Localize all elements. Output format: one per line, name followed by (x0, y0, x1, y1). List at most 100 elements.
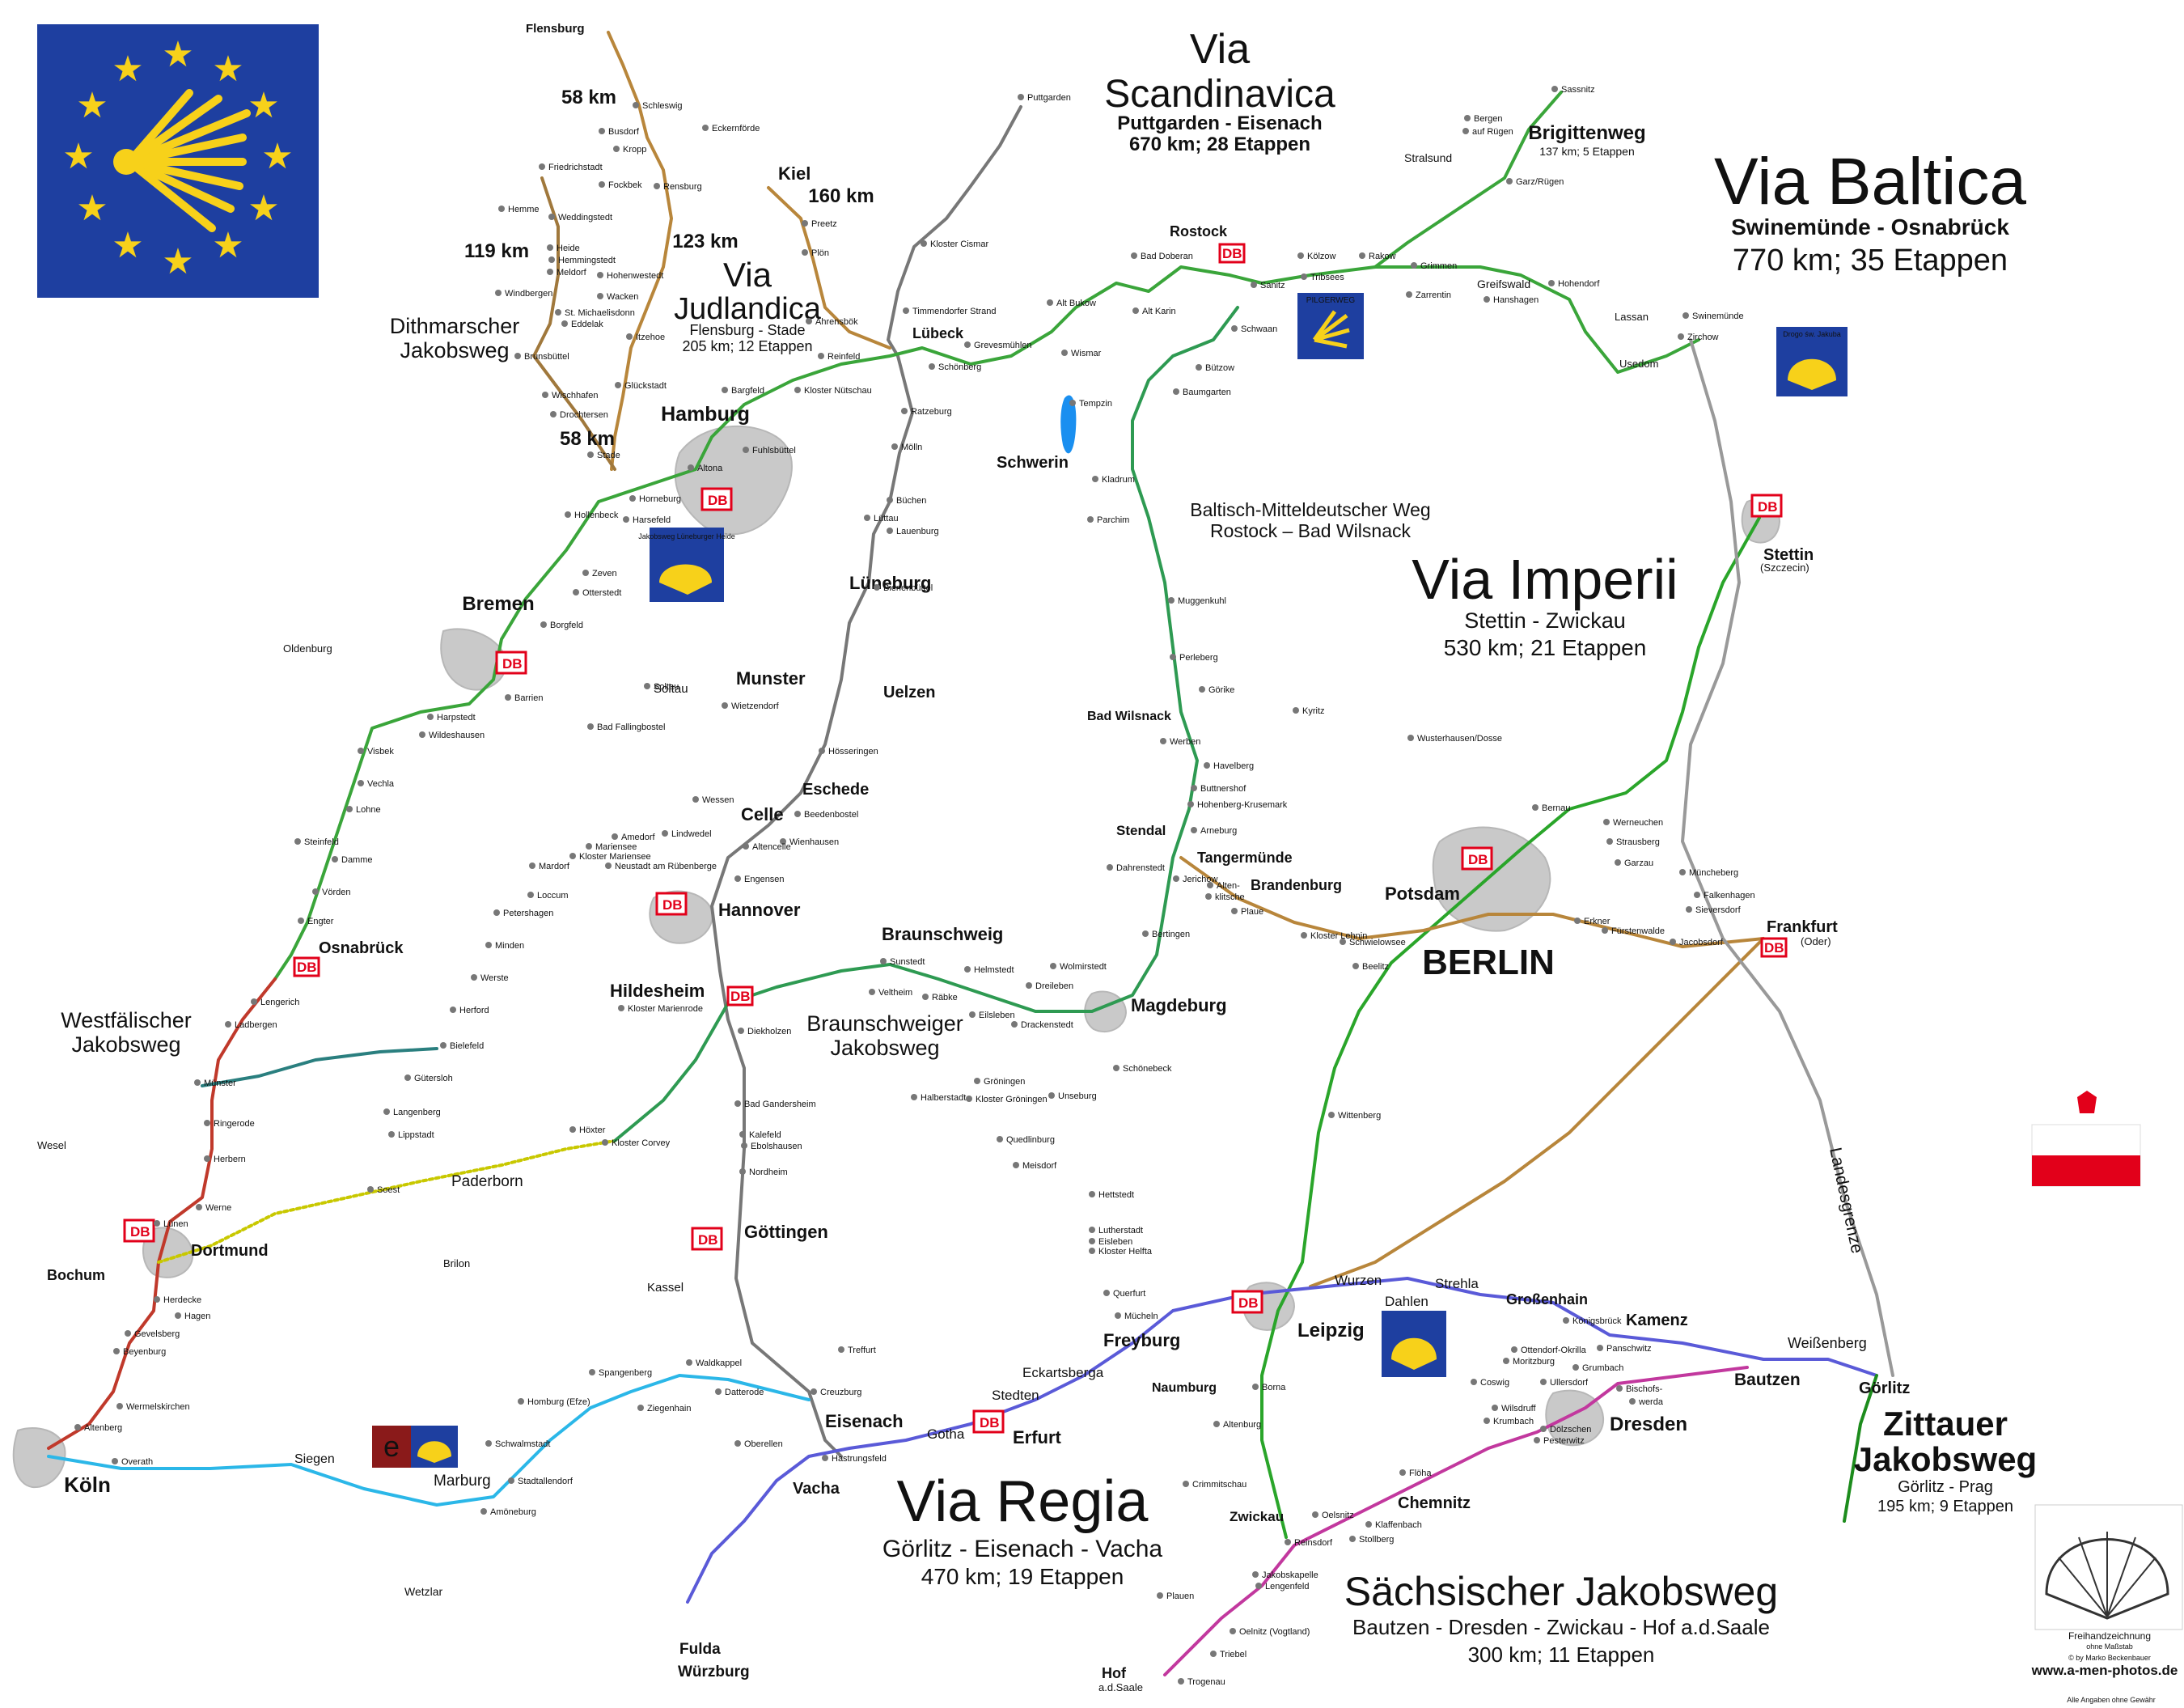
town-dot (312, 888, 319, 895)
westfaelischer-route (47, 977, 277, 1450)
town-label: Parchim (1097, 515, 1129, 525)
db-station-icon: DB (495, 651, 527, 675)
town-label: Grevesmühlen (974, 341, 1032, 350)
town-label: Langenberg (393, 1108, 441, 1117)
town-dot (1312, 1511, 1318, 1518)
town-label: Datterode (725, 1388, 764, 1397)
town-label: Borgfeld (550, 621, 583, 630)
town-dot (485, 942, 492, 948)
luneburg-badge-label: Jakobsweg Lüneburger Heide (638, 532, 735, 540)
town-label: Büchen (896, 496, 926, 506)
zittauer-title-1: Zittauer (1883, 1405, 2008, 1443)
town-dot (874, 584, 880, 591)
db-station-icon: DB (1461, 846, 1493, 871)
town-dot (1026, 982, 1032, 989)
town-dot (587, 451, 594, 458)
svg-text:DB: DB (662, 897, 683, 913)
town-label: Lohne (356, 805, 381, 815)
kiel-luebeck-route (767, 186, 891, 350)
town-dot (1352, 963, 1359, 969)
town-dot (964, 341, 971, 348)
town-label: Ringerode (214, 1119, 255, 1129)
credit-disclaimer: Alle Angaben ohne Gewähr (2067, 1696, 2156, 1704)
town-label: Barrien (514, 693, 543, 703)
via-scandinavica-stats: 670 km; 28 Etappen (1129, 134, 1310, 155)
city-wesel: Wesel (37, 1139, 66, 1151)
town-label: Hollenbeck (574, 511, 619, 520)
drogo-badge: Drogo św. Jakuba (1776, 327, 1848, 396)
svg-text:DB: DB (730, 989, 751, 1004)
town-label: Wolmirstedt (1060, 962, 1107, 972)
town-dot (802, 249, 808, 256)
credit-line-2: ohne Maßstab (2086, 1642, 2133, 1651)
town-label: Königsbrück (1572, 1316, 1622, 1326)
town-dot (1160, 738, 1166, 744)
town-dot (388, 1131, 395, 1138)
hamburg-area (674, 425, 793, 536)
town-label: Müncheberg (1689, 868, 1738, 878)
town-dot (1678, 333, 1684, 340)
town-label: auf Rügen (1472, 127, 1513, 137)
town-label: Ottendorf-Okrilla (1521, 1346, 1587, 1355)
brigittenweg-title: Brigittenweg (1528, 122, 1645, 144)
town-label: Mücheln (1124, 1312, 1158, 1321)
town-dot (1142, 930, 1149, 937)
svg-text:DB: DB (1222, 246, 1242, 261)
svg-text:★: ★ (162, 242, 193, 282)
via-scandinavica-title-1: Via (1190, 26, 1250, 73)
town-dot (1484, 1418, 1490, 1424)
town-label: Eisleben (1098, 1237, 1132, 1247)
town-dot (929, 363, 935, 370)
pilgerweg-badge-label: PILGERWEG (1306, 296, 1356, 305)
town-label: Steinfeld (304, 837, 339, 847)
town-dot (618, 1005, 624, 1011)
town-dot (555, 309, 561, 316)
city-dortmund: Dortmund (191, 1242, 269, 1260)
town-label: Stollberg (1359, 1535, 1394, 1545)
town-dot (997, 1136, 1003, 1142)
town-label: Hastrungsfeld (832, 1454, 887, 1464)
town-dot (518, 1398, 524, 1405)
town-label: Moritzburg (1513, 1357, 1555, 1367)
town-label: Bielefeld (450, 1041, 484, 1051)
town-label: Eddelak (571, 320, 603, 329)
town-label: Bernau (1542, 803, 1570, 813)
town-label: Puttgarden (1027, 93, 1071, 103)
via-regia-sub: Görlitz - Eisenach - Vacha (882, 1536, 1163, 1562)
town-label: Zirchow (1687, 333, 1719, 342)
city-wurzen: Wurzen (1335, 1273, 1382, 1288)
town-dot (599, 128, 605, 134)
town-label: Lindwedel (671, 829, 712, 839)
town-label: Zeven (592, 569, 617, 579)
zittauer-stats: 195 km; 9 Etappen (1877, 1498, 2013, 1515)
town-label: Reinfeld (827, 352, 860, 362)
svg-text:DB: DB (708, 493, 728, 508)
via-regia-route (686, 1277, 1878, 1604)
city-soltau: Soltau (654, 682, 688, 696)
town-dot (1365, 1521, 1372, 1528)
via-imperii-sub: Stettin - Zwickau (1464, 608, 1626, 633)
city-naumburg: Naumburg (1152, 1381, 1217, 1395)
town-label: Hemmingstedt (558, 256, 616, 265)
city-strehla: Strehla (1435, 1276, 1479, 1291)
city-gotha: Gotha (927, 1426, 965, 1442)
svg-text:DB: DB (1764, 940, 1784, 956)
city-stettin: Stettin (1763, 546, 1814, 564)
town-label: Plauen (1166, 1591, 1194, 1601)
town-dot (1471, 1379, 1477, 1385)
town-label: Pesterwitz (1543, 1436, 1585, 1446)
city-stendal: Stendal (1116, 823, 1166, 838)
town-label: Brunsbüttel (524, 352, 569, 362)
town-dot (1251, 282, 1257, 288)
town-dot (1349, 1536, 1356, 1542)
town-dot (1574, 918, 1581, 924)
town-dot (1597, 1345, 1603, 1351)
town-label: Gröningen (984, 1077, 1025, 1087)
town-dot (901, 408, 908, 414)
town-label: Hanshagen (1493, 295, 1539, 305)
town-label: Bischofs- (1626, 1384, 1663, 1394)
town-label: Busdorf (608, 127, 640, 137)
eu-flag-scallop-icon: ★ ★ ★ ★ ★ ★ ★ ★ ★ ★ ★ ★ (37, 24, 319, 298)
town-dot (112, 1458, 118, 1464)
